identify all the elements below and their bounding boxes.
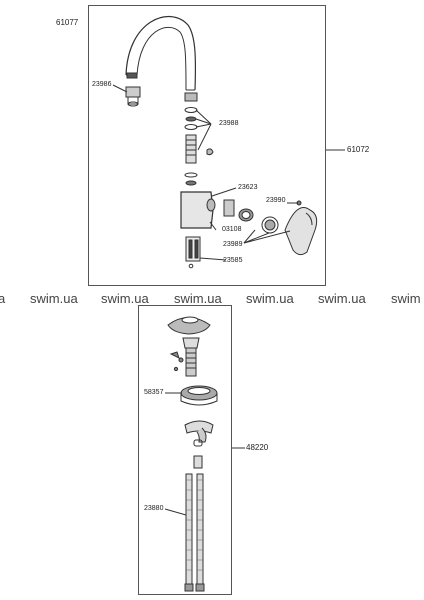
part-label-23585: 23585 xyxy=(223,257,243,264)
lower-assembly-frame xyxy=(138,305,232,595)
watermark-text: swim.ua xyxy=(174,291,222,306)
upper-assembly-ref: 61077 xyxy=(56,18,79,27)
upper-assembly-frame xyxy=(88,5,326,286)
part-label-23989: 23989 xyxy=(223,241,243,248)
part-label-23623: 23623 xyxy=(238,184,258,191)
part-label-23880: 23880 xyxy=(144,505,164,512)
hose-left xyxy=(185,473,193,585)
watermark-text: a xyxy=(0,291,6,306)
upper-assembly-side-ref: 61072 xyxy=(347,145,370,154)
part-label-23988: 23988 xyxy=(219,120,239,127)
watermark-text: swim.ua xyxy=(318,291,366,306)
lever-handle xyxy=(284,207,318,256)
watermark-text: swim xyxy=(391,291,421,306)
spout xyxy=(125,16,197,91)
lower-assembly-side-ref: 48220 xyxy=(246,443,269,452)
aerator-part xyxy=(125,86,141,98)
part-label-23990: 23990 xyxy=(266,197,286,204)
hose-right xyxy=(196,473,204,585)
watermark-text: swim.ua xyxy=(101,291,149,306)
watermark-text: swim.ua xyxy=(30,291,78,306)
mixer-body xyxy=(180,191,214,229)
part-label-58357: 58357 xyxy=(144,389,164,396)
part-label-03108: 03108 xyxy=(222,226,242,233)
watermark-text: swim.ua xyxy=(246,291,294,306)
part-label-23986: 23986 xyxy=(92,81,112,88)
